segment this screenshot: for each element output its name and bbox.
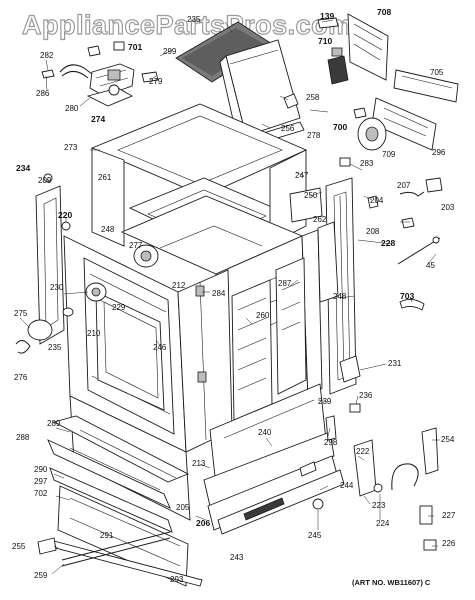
label-291: 291 xyxy=(100,531,114,540)
label-205: 205 xyxy=(176,503,190,512)
label-224: 224 xyxy=(376,519,390,528)
oven-interior-right xyxy=(231,257,307,421)
label-299: 299 xyxy=(163,47,177,56)
label-288: 288 xyxy=(16,433,30,442)
label-700: 700 xyxy=(333,122,347,132)
label-246: 246 xyxy=(153,343,167,352)
label-222: 222 xyxy=(356,447,370,456)
label-231: 231 xyxy=(388,359,402,368)
label-705: 705 xyxy=(430,68,444,77)
burner-valve-assembly xyxy=(41,41,159,107)
art-number: (ART NO. WB11607) C xyxy=(352,578,431,587)
label-207: 207 xyxy=(397,181,411,190)
label-220: 220 xyxy=(58,210,72,220)
label-702: 702 xyxy=(34,489,48,498)
label-256: 256 xyxy=(281,124,295,133)
label-710: 710 xyxy=(318,36,332,46)
watermark-text: AppliancePartsPros.com xyxy=(22,10,353,40)
storage-drawer-section xyxy=(47,395,203,587)
label-284: 284 xyxy=(212,289,226,298)
label-277: 277 xyxy=(129,241,143,250)
label-226: 226 xyxy=(442,539,456,548)
label-244: 244 xyxy=(340,481,354,490)
label-236: 236 xyxy=(359,391,373,400)
label-235-lower: 235 xyxy=(48,343,62,352)
label-259: 259 xyxy=(34,571,48,580)
label-703: 703 xyxy=(400,291,414,301)
label-228: 228 xyxy=(381,238,395,248)
label-258: 258 xyxy=(306,93,320,102)
label-248-left: 248 xyxy=(101,225,115,234)
label-248-right: 248 xyxy=(333,292,347,301)
label-289: 289 xyxy=(47,419,61,428)
label-210: 210 xyxy=(87,329,101,338)
leader-lines xyxy=(19,19,440,575)
label-139: 139 xyxy=(320,11,334,21)
label-227: 227 xyxy=(442,511,456,520)
label-262: 262 xyxy=(313,215,327,224)
label-286: 286 xyxy=(36,89,50,98)
label-206: 206 xyxy=(196,518,210,528)
label-708: 708 xyxy=(377,7,391,17)
label-261: 261 xyxy=(98,173,112,182)
label-209: 209 xyxy=(38,176,52,185)
part-labels: 139 708 235 710 705 282 701 299 279 286 … xyxy=(12,7,456,584)
left-small-parts xyxy=(15,221,171,567)
label-245: 245 xyxy=(308,531,322,540)
label-275: 275 xyxy=(14,309,28,318)
label-293: 293 xyxy=(170,575,184,584)
label-250: 250 xyxy=(304,191,318,200)
label-213: 213 xyxy=(192,459,206,468)
left-side-panel xyxy=(35,173,65,345)
label-283: 283 xyxy=(360,159,374,168)
right-small-parts xyxy=(325,157,443,551)
label-243: 243 xyxy=(230,553,244,562)
label-255: 255 xyxy=(12,542,26,551)
label-280: 280 xyxy=(65,104,79,113)
label-45: 45 xyxy=(426,261,435,270)
label-282: 282 xyxy=(40,51,54,60)
label-239: 239 xyxy=(318,397,332,406)
label-230: 230 xyxy=(50,283,64,292)
label-240: 240 xyxy=(258,428,272,437)
label-701: 701 xyxy=(128,42,142,52)
label-296: 296 xyxy=(432,148,446,157)
label-260: 260 xyxy=(256,311,270,320)
label-229: 229 xyxy=(112,303,126,312)
label-223: 223 xyxy=(372,501,386,510)
label-235: 235 xyxy=(187,15,201,24)
label-290: 290 xyxy=(34,465,48,474)
label-278: 278 xyxy=(307,131,321,140)
label-273: 273 xyxy=(64,143,78,152)
label-204: 204 xyxy=(370,196,384,205)
label-287: 287 xyxy=(278,279,292,288)
label-276: 276 xyxy=(14,373,28,382)
label-279: 279 xyxy=(149,77,163,86)
label-298: 298 xyxy=(324,438,338,447)
label-203: 203 xyxy=(441,203,455,212)
label-297: 297 xyxy=(34,477,48,486)
label-247: 247 xyxy=(295,171,309,180)
lower-right-assembly xyxy=(203,383,345,535)
label-234: 234 xyxy=(16,163,30,173)
label-208: 208 xyxy=(366,227,380,236)
top-right-parts xyxy=(283,13,459,151)
label-274: 274 xyxy=(91,114,105,124)
label-212: 212 xyxy=(172,281,186,290)
label-709: 709 xyxy=(382,150,396,159)
label-254: 254 xyxy=(441,435,455,444)
